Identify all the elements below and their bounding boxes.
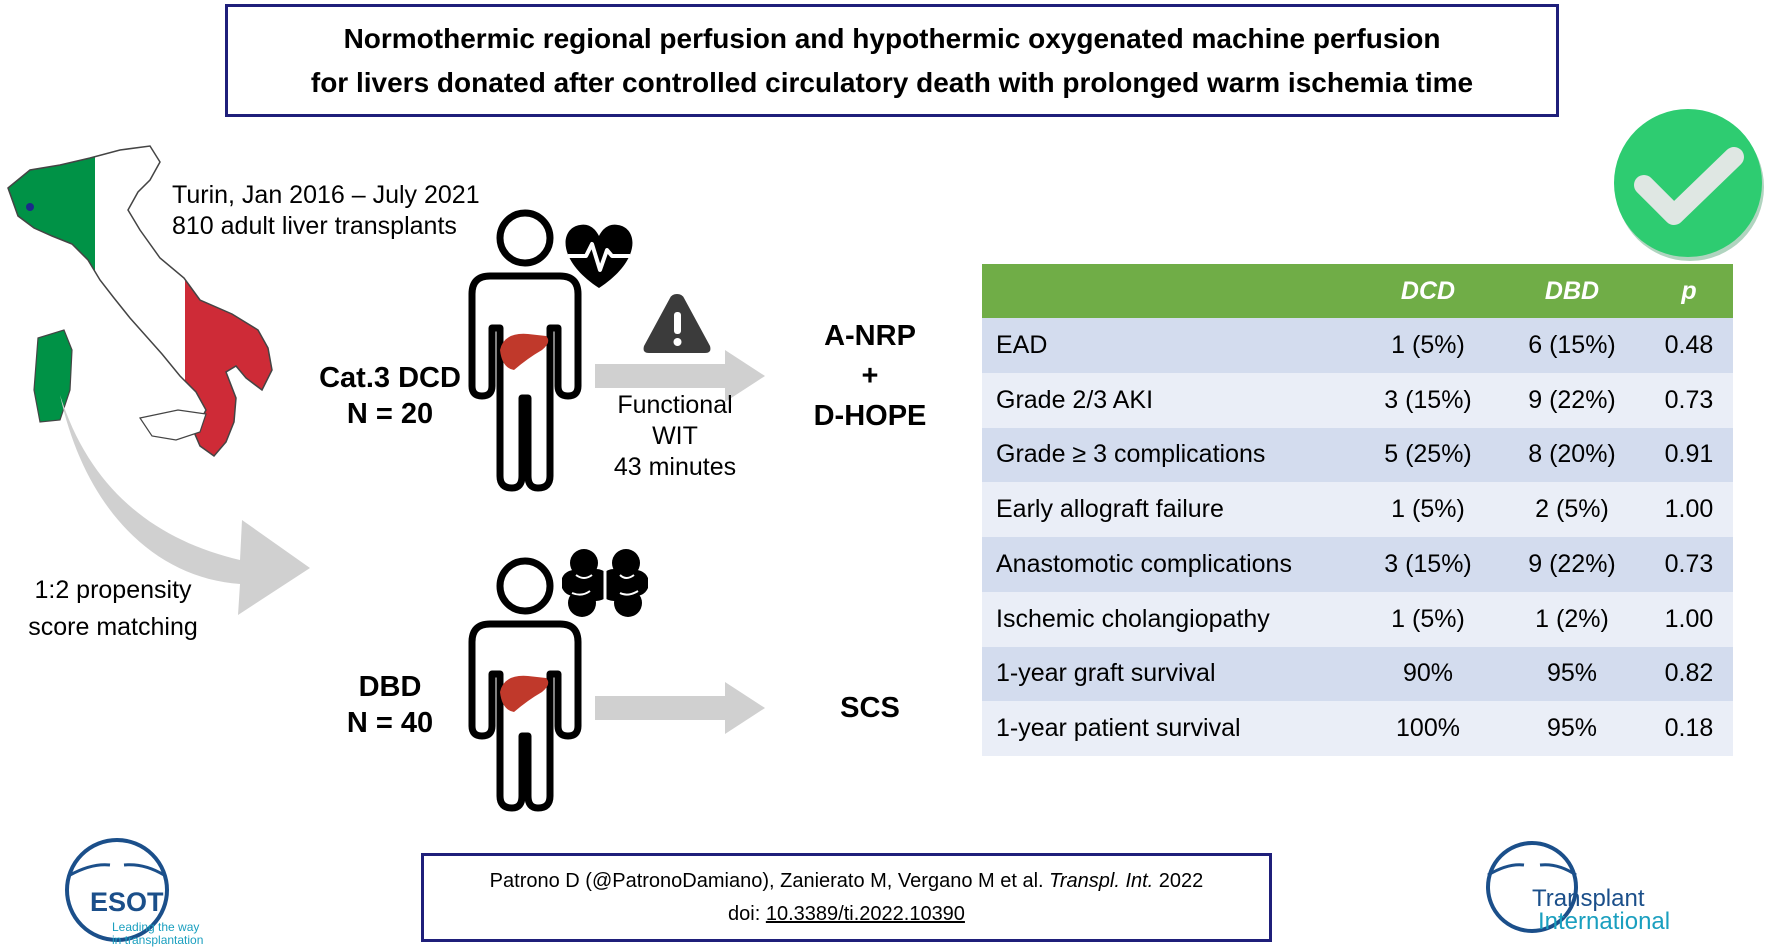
doi-line: doi: 10.3389/ti.2022.10390 [728,903,965,926]
p-value: 1.00 [1664,604,1714,633]
arrow-right-icon [595,682,765,734]
table-row: Ischemic cholangiopathy 1 (5%) 1 (2%) 1.… [982,591,1733,647]
p-value: 1.00 [1664,495,1714,524]
warning-icon [643,294,711,353]
p-value: 0.73 [1664,549,1714,578]
p-value: 0.48 [1664,330,1714,359]
title-line-2: for livers donated after controlled circ… [310,66,1474,98]
dcd-group-label: Cat.3 DCD [319,362,461,394]
dcd-treatment-2: D-HOPE [813,400,927,432]
title-box: Normothermic regional perfusion and hypo… [225,4,1559,117]
transplant-international-logo: Transplant International [1482,835,1692,947]
wit-value: 43 minutes [613,453,737,481]
heart-pulse-icon [565,224,633,288]
citation-authors: Patrono D (@PatronoDamiano), Zanierato M… [489,869,1050,892]
italy-map-icon [7,145,273,458]
ti-line-1: Transplant [1532,885,1645,912]
p-value: 0.73 [1664,385,1714,414]
person-icon [468,557,582,812]
table-row: Anastomotic complications 3 (15%) 9 (22%… [982,537,1733,592]
dbd-treatment: SCS [840,692,900,724]
esot-logo: ESOT Leading the way in transplantation [62,835,242,947]
dcd-value: 1 (5%) [1391,495,1465,524]
table-header-p: p [1645,264,1733,318]
doi-prefix: doi: [728,902,766,925]
p-value: 0.91 [1664,440,1714,469]
citation-year: 2022 [1153,869,1204,892]
study-period: Turin, Jan 2016 – July 2021 [172,181,480,209]
dcd-value: 1 (5%) [1391,604,1465,633]
esot-globe-icon [65,838,169,942]
results-table: DCD DBD p EAD 1 (5%) 6 (15%) 0.48 Grade … [982,264,1733,756]
dbd-value: 95% [1546,714,1598,743]
brain-icon [562,549,648,619]
wit-label-1: Functional [617,391,733,419]
outcome-label: Anastomotic complications [996,549,1292,578]
table-header-row: DCD DBD p [982,264,1733,318]
dbd-value: 95% [1546,659,1598,688]
dbd-value: 2 (5%) [1535,495,1609,524]
citation-line: Patrono D (@PatronoDamiano), Zanierato M… [490,870,1204,893]
dcd-treatment-plus: + [861,360,879,392]
table-header-dbd: DBD [1499,264,1645,318]
esot-tagline-2: in transplantation [112,933,204,947]
dbd-value: 9 (22%) [1528,385,1616,414]
table-row: 1-year patient survival 100% 95% 0.18 [982,701,1733,756]
dcd-value: 3 (15%) [1384,385,1472,414]
outcome-label: 1-year patient survival [996,714,1241,743]
p-value: 0.82 [1664,659,1714,688]
ti-globe-icon [1486,841,1578,933]
citation-journal: Transpl. Int. [1049,869,1154,892]
outcome-label: Grade ≥ 3 complications [996,440,1266,469]
outcome-label: Ischemic cholangiopathy [996,604,1270,633]
title-line-1: Normothermic regional perfusion and hypo… [343,23,1441,55]
esot-tagline-1: Leading the way [112,920,200,934]
outcome-label: EAD [996,330,1048,359]
ti-line-2: International [1538,908,1671,935]
dbd-value: 6 (15%) [1528,330,1616,359]
outcome-label: Early allograft failure [996,495,1224,524]
arrow-right-icon [595,350,765,402]
p-value: 0.18 [1664,714,1714,743]
dcd-value: 1 (5%) [1391,330,1465,359]
dcd-value: 90% [1402,659,1454,688]
dcd-value: 5 (25%) [1384,440,1472,469]
matching-label-1: 1:2 propensity [34,576,192,604]
study-count: 810 adult liver transplants [172,212,457,240]
dbd-group-n: N = 40 [346,707,434,739]
dbd-value: 8 (20%) [1528,440,1616,469]
person-icon [468,209,582,492]
esot-name: ESOT [90,887,164,917]
table-row: Grade ≥ 3 complications 5 (25%) 8 (20%) … [982,427,1733,483]
citation-box: Patrono D (@PatronoDamiano), Zanierato M… [421,853,1272,942]
dcd-value: 100% [1396,714,1460,743]
curved-arrow-icon [60,395,310,615]
dbd-value: 9 (22%) [1528,549,1616,578]
dcd-group-n: N = 20 [346,398,434,430]
outcome-label: Grade 2/3 AKI [996,385,1154,414]
doi-link[interactable]: 10.3389/ti.2022.10390 [765,902,965,925]
table-header-dcd: DCD [1357,264,1499,318]
table-row: Early allograft failure 1 (5%) 2 (5%) 1.… [982,482,1733,537]
dbd-group-label: DBD [358,671,422,703]
dcd-treatment-1: A-NRP [824,320,916,352]
table-row: EAD 1 (5%) 6 (15%) 0.48 [982,318,1733,373]
outcome-label: 1-year graft survival [996,659,1216,688]
dcd-value: 3 (15%) [1384,549,1472,578]
matching-label-2: score matching [28,613,198,641]
table-row: Grade 2/3 AKI 3 (15%) 9 (22%) 0.73 [982,372,1733,428]
dbd-value: 1 (2%) [1535,604,1609,633]
check-icon [1614,109,1764,261]
table-row: 1-year graft survival 90% 95% 0.82 [982,646,1733,702]
table-header-cell [982,264,1357,318]
wit-label-2: WIT [652,422,698,450]
